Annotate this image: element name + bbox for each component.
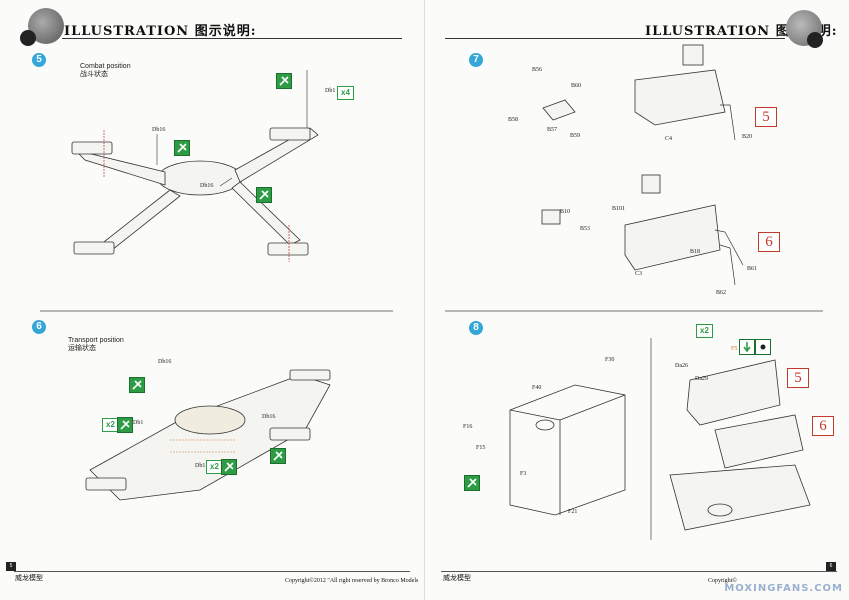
part-label: Db16 (158, 359, 172, 365)
header-rule (445, 38, 785, 39)
left-page: ILLUSTRATION 图示说明: 5 Combat position 战斗状… (6, 0, 425, 600)
part-label: B58 (508, 117, 519, 123)
step-6-caption-en: Transport position (68, 337, 124, 344)
part-label: Da26 (675, 363, 688, 369)
part-label: F3 (520, 471, 527, 477)
part-label: B59 (570, 133, 581, 139)
page-number-right: 6 (826, 562, 836, 571)
quantity-badge: x2 (102, 418, 119, 432)
part-label: C4 (665, 136, 673, 142)
part-label: B53 (580, 226, 591, 232)
part-label: Da29 (695, 376, 708, 382)
steps-7-8-assembly-drawing (445, 44, 823, 540)
part-label: B56 (532, 67, 543, 73)
cement-icon (270, 448, 286, 464)
right-page: ILLUSTRATION 图示说明: 7 8 (425, 0, 849, 600)
part-label: Db16 (200, 183, 214, 189)
reference-step-badge: 6 (812, 416, 834, 436)
part-label: F15 (476, 445, 486, 451)
part-label: F30 (605, 357, 615, 363)
part-label: Db16 (262, 414, 276, 420)
part-label: F40 (532, 385, 542, 391)
cement-icon (464, 475, 480, 491)
cement-icon (174, 140, 190, 156)
step-5-caption-en: Combat position (80, 63, 131, 70)
no-cement-icon (739, 339, 755, 355)
part-label: F16 (463, 424, 473, 430)
step-5-caption: Combat position 战斗状态 (80, 63, 131, 79)
header-rule (62, 38, 402, 39)
site-watermark: MOXINGFANS.COM (724, 583, 843, 594)
footer-brand-right: 威龙模型 (443, 575, 471, 582)
part-label: B20 (742, 134, 753, 140)
reference-step-badge: 5 (787, 368, 809, 388)
part-label: Db1 (195, 463, 206, 469)
footer-copyright-right: Copyright© (708, 578, 737, 584)
part-label: B57 (547, 127, 558, 133)
part-label: Db1 (325, 88, 336, 94)
page-title-left: ILLUSTRATION 图示说明: (64, 24, 257, 39)
step-5-number: 5 (32, 53, 46, 67)
footer-copyright: Copyright©2012 "All right reserved by Br… (285, 578, 419, 584)
part-label: F5 (731, 346, 738, 352)
part-label: Db16 (152, 127, 166, 133)
cement-icon (129, 377, 145, 393)
step-8-number: 8 (469, 321, 483, 335)
cement-icon (117, 417, 133, 433)
part-label: B18 (690, 249, 701, 255)
step-6-number: 6 (32, 320, 46, 334)
reference-step-badge: 5 (755, 107, 777, 127)
cement-icon (276, 73, 292, 89)
cement-icon (256, 187, 272, 203)
part-label: F21 (568, 509, 578, 515)
part-label: B10 (560, 209, 571, 215)
cement-icon (755, 339, 771, 355)
step-5-caption-zh: 战斗状态 (80, 71, 108, 78)
step-5-assembly-drawing (40, 70, 393, 501)
part-label: B60 (571, 83, 582, 89)
part-label: C3 (635, 271, 643, 277)
part-label: B62 (716, 290, 727, 296)
step-7-number: 7 (469, 53, 483, 67)
header-decor-circle-small (807, 32, 823, 48)
step-6-caption-zh: 运输状态 (68, 345, 96, 352)
footer-rule (441, 571, 837, 572)
quantity-badge: x2 (696, 324, 713, 338)
part-label: B101 (612, 206, 626, 212)
part-label: B61 (747, 266, 758, 272)
part-label: Db1 (133, 420, 144, 426)
header-decor-circle-small (20, 30, 36, 46)
cement-icon (221, 459, 237, 475)
quantity-badge: x4 (337, 86, 354, 100)
reference-step-badge: 6 (758, 232, 780, 252)
footer-rule (14, 571, 410, 572)
step-6-caption: Transport position 运输状态 (68, 337, 124, 353)
page-number-left: 5 (6, 562, 16, 571)
footer-brand-left: 威龙模型 (15, 575, 43, 582)
